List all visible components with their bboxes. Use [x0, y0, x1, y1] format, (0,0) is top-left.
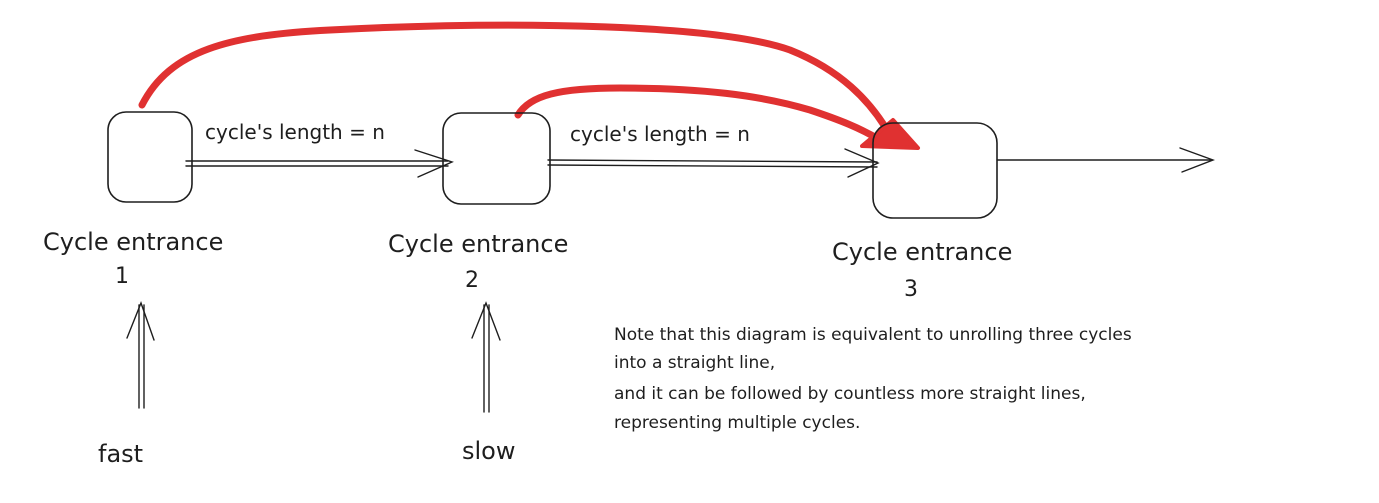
edge-1-to-2 — [185, 149, 454, 178]
slow-pointer-label: slow — [462, 437, 515, 465]
node-number-2: 2 — [465, 268, 479, 293]
node-box-3 — [872, 122, 998, 219]
jump-arrows — [138, 21, 920, 150]
edge-label-1: cycle's length = n — [205, 120, 385, 144]
note-line-3: and it can be followed by countless more… — [614, 384, 1086, 404]
note-line-2: into a straight line, — [614, 353, 775, 373]
note-text: Note that this diagram is equivalent to … — [614, 325, 1132, 433]
note-line-4: representing multiple cycles. — [614, 413, 860, 433]
node-number-3: 3 — [904, 277, 918, 302]
slow-pointer-arrow — [471, 301, 501, 413]
node-label-1: Cycle entrance — [43, 228, 223, 256]
edge-2-to-3 — [547, 148, 880, 178]
jump-arrow-head — [860, 118, 920, 150]
node-box-2 — [442, 112, 551, 205]
jump-arrow-2-to-3 — [514, 84, 884, 144]
node-label-3: Cycle entrance — [832, 238, 1012, 266]
note-line-1: Note that this diagram is equivalent to … — [614, 325, 1132, 345]
edge-label-2: cycle's length = n — [570, 122, 750, 146]
node-box-1 — [107, 111, 193, 203]
jump-arrow-1-to-3 — [138, 21, 894, 139]
edge-3-out — [996, 147, 1215, 173]
fast-pointer-label: fast — [98, 440, 143, 468]
node-label-2: Cycle entrance — [388, 230, 568, 258]
fast-pointer-arrow — [126, 301, 155, 409]
node-number-1: 1 — [115, 264, 129, 289]
